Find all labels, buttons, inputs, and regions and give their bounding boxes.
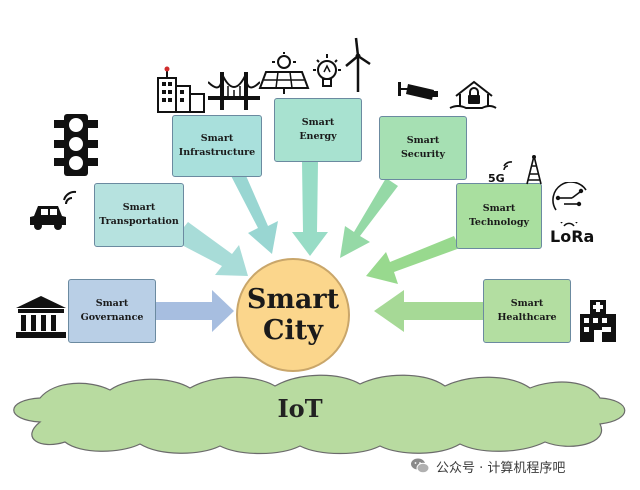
node-infrastructure-label: Smart Infrastructure (178, 133, 256, 158)
node-infrastructure: Smart Infrastructure (172, 115, 262, 177)
node-energy-label: Smart Energy (299, 117, 337, 142)
5g-signal-icon: 5G (488, 161, 513, 185)
node-governance: Smart Governance (68, 279, 156, 343)
arrow-security (340, 178, 398, 258)
watermark: 公众号 · 计算机程序吧 (410, 454, 638, 478)
city-buildings-icon (157, 66, 205, 113)
node-technology-label: Smart Technology (468, 203, 530, 228)
lora-logo-icon: LoRa (550, 222, 594, 246)
node-security: Smart Security (379, 116, 467, 180)
light-bulb-icon (313, 54, 341, 87)
node-governance-label: Smart Governance (80, 298, 144, 323)
solar-panel-icon (258, 52, 310, 94)
wind-turbine-icon (345, 37, 371, 92)
node-healthcare-label: Smart Healthcare (497, 298, 557, 323)
node-security-label: Smart Security (400, 135, 446, 160)
arrow-energy (292, 162, 328, 256)
network-circuit-icon (552, 182, 587, 211)
arrow-governance (156, 290, 234, 332)
node-technology: Smart Technology (456, 183, 542, 249)
iot-cloud-shape (13, 374, 626, 455)
arrow-healthcare (374, 290, 484, 332)
connected-car-icon (30, 190, 77, 230)
arrow-technology (366, 236, 460, 284)
node-transportation: Smart Transportation (94, 183, 184, 247)
cell-tower-icon (526, 155, 542, 185)
traffic-light-icon (54, 114, 98, 176)
watermark-text: 公众号 · 计算机程序吧 (436, 460, 566, 476)
iot-cloud (13, 374, 626, 455)
node-healthcare: Smart Healthcare (483, 279, 571, 343)
bridge-icon (208, 72, 260, 110)
5g-label: 5G (488, 172, 505, 185)
wechat-icon (411, 458, 430, 474)
smart-city-hub: Smart City (236, 258, 350, 372)
arrow-transportation (176, 222, 248, 276)
node-transportation-label: Smart Transportation (99, 202, 179, 227)
secure-home-icon (449, 80, 497, 109)
node-energy: Smart Energy (274, 98, 362, 162)
cctv-camera-icon (398, 82, 438, 100)
hub-label: Smart City (246, 284, 340, 346)
government-building-icon (16, 296, 66, 338)
arrow-infrastructure (228, 162, 278, 254)
lora-label: LoRa (550, 227, 594, 246)
hospital-icon (580, 300, 616, 342)
iot-label: IoT (277, 394, 323, 423)
